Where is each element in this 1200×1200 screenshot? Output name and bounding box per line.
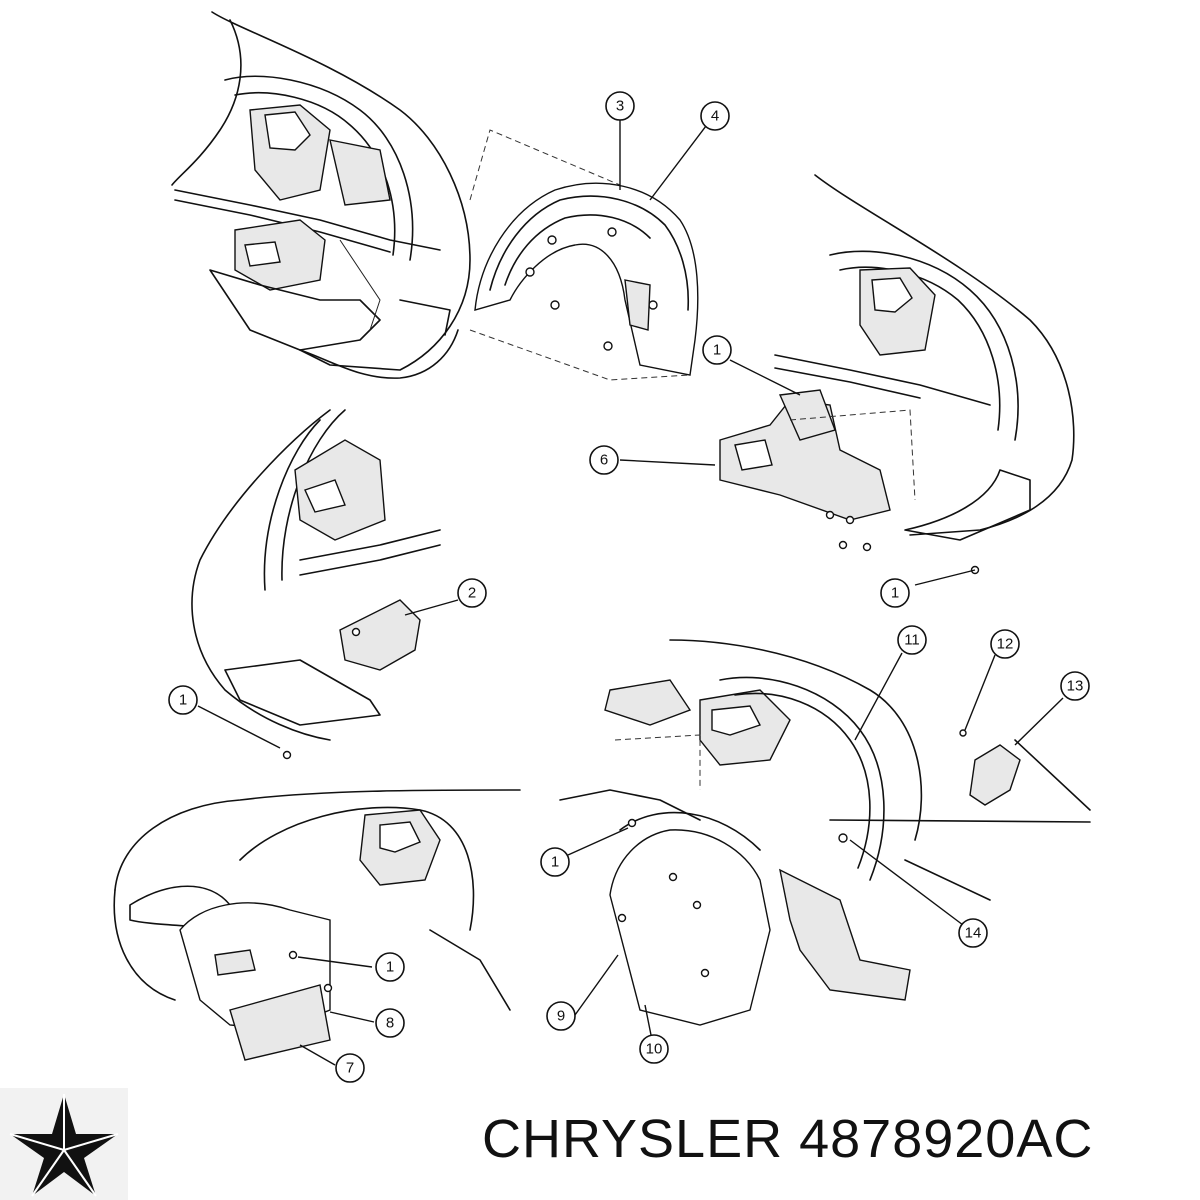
top-middle-liner-part (469, 129, 699, 381)
callout-4-label: 4 (711, 108, 719, 125)
callout-2-label: 2 (468, 585, 476, 602)
leader-lines (197, 120, 1064, 1066)
callout-13-label: 13 (1067, 678, 1084, 695)
callout-2: 2 (457, 578, 487, 608)
pentastar-logo-icon (0, 1088, 128, 1200)
callout-9: 9 (546, 1001, 576, 1031)
callout-9-label: 9 (557, 1008, 565, 1025)
callout-1: 1 (702, 335, 732, 365)
callout-1: 1 (375, 952, 405, 982)
callout-6-label: 6 (600, 452, 608, 469)
callout-1: 1 (168, 685, 198, 715)
callout-3: 3 (605, 91, 635, 121)
callout-13: 13 (1060, 671, 1090, 701)
right-fender-assembly (719, 174, 1075, 575)
callout-1: 1 (540, 847, 570, 877)
callout-7: 7 (335, 1053, 365, 1083)
callout-8: 8 (375, 1008, 405, 1038)
middle-left-fender-assembly (191, 409, 441, 760)
callout-6: 6 (589, 445, 619, 475)
callout-12: 12 (990, 629, 1020, 659)
callout-3-label: 3 (616, 98, 624, 115)
part-number: 4878920AC (799, 1109, 1094, 1169)
callout-8-label: 8 (386, 1015, 394, 1032)
callout-10: 10 (639, 1034, 669, 1064)
callout-12-label: 12 (997, 636, 1014, 653)
bottom-left-fender-assembly (113, 789, 521, 1061)
callout-1-label: 1 (386, 959, 394, 976)
callout-1-label: 1 (891, 585, 899, 602)
callout-11: 11 (897, 625, 927, 655)
callout-7-label: 7 (346, 1060, 354, 1077)
brand-name: CHRYSLER (482, 1109, 784, 1169)
callout-10-label: 10 (646, 1041, 663, 1058)
top-left-fender-assembly (171, 11, 471, 379)
callout-14-label: 14 (965, 925, 982, 942)
callout-1-label: 1 (179, 692, 187, 709)
callout-14: 14 (958, 918, 988, 948)
bottom-right-fender-assembly (559, 639, 1091, 1026)
callout-1-label: 1 (713, 342, 721, 359)
callout-4: 4 (700, 101, 730, 131)
callout-11-label: 11 (904, 632, 920, 649)
callout-1-label: 1 (551, 854, 559, 871)
callout-1: 1 (880, 578, 910, 608)
